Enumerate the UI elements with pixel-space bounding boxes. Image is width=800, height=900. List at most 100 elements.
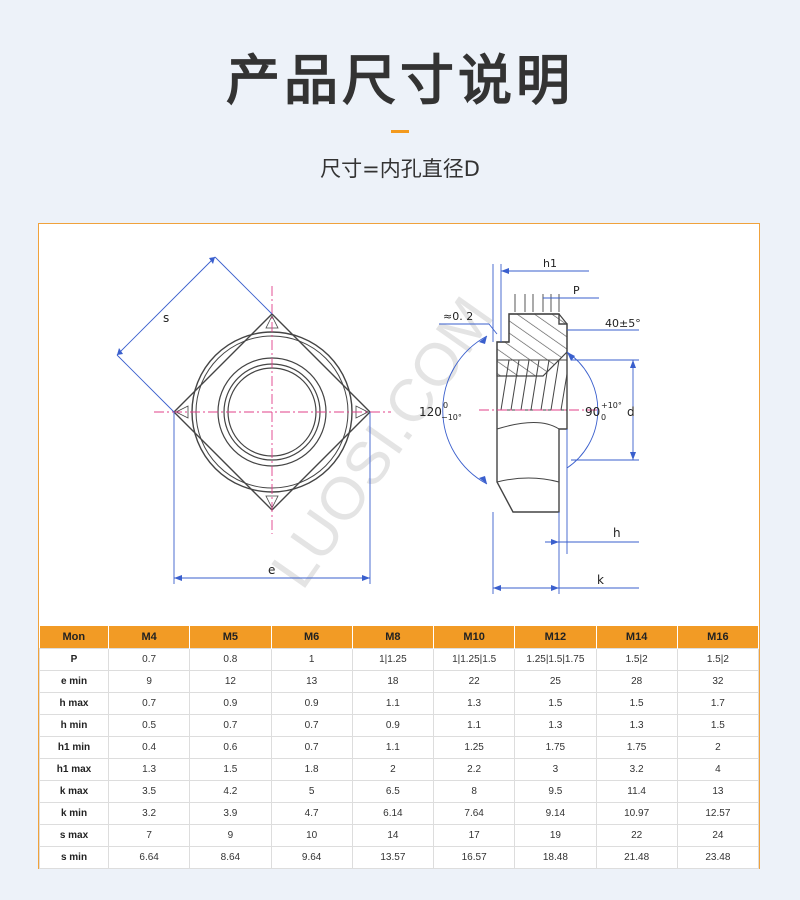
table-cell: 12 <box>189 670 272 693</box>
table-cell: 8 <box>432 780 516 803</box>
column-header: M10 <box>433 626 516 649</box>
row-label: h max <box>39 692 109 715</box>
table-cell: 9 <box>189 824 272 847</box>
label-h: h <box>613 526 621 540</box>
table-cell: 1|1.25|1.5 <box>432 648 516 671</box>
table-cell: 0.9 <box>351 714 435 737</box>
table-cell: 0.7 <box>107 692 191 715</box>
table-cell: 2 <box>676 736 760 759</box>
table-cell: 9.5 <box>514 780 597 803</box>
table-cell: 9 <box>107 670 191 693</box>
table-cell: 0.7 <box>189 714 272 737</box>
table-cell: 1.3 <box>514 714 597 737</box>
table-cell: 3.2 <box>595 758 678 781</box>
label-chamfer: 40±5° <box>605 317 641 330</box>
table-cell: 1.8 <box>270 758 353 781</box>
column-header: M4 <box>108 626 191 649</box>
table-cell: 3 <box>514 758 597 781</box>
dim-line-s <box>116 256 216 356</box>
table-cell: 22 <box>432 670 516 693</box>
thread-lines <box>500 359 568 411</box>
column-header: M12 <box>514 626 597 649</box>
label-angle-120: 120 <box>419 405 442 419</box>
column-header: Mon <box>39 626 109 649</box>
table-cell: 12.57 <box>676 802 760 825</box>
table-cell: 1.7 <box>676 692 760 715</box>
table-cell: 19 <box>514 824 597 847</box>
table-cell: 3.5 <box>107 780 191 803</box>
row-label: h1 max <box>39 758 109 781</box>
label-angle-90-upper: +10° <box>601 401 622 410</box>
label-angle-90-lower: 0 <box>601 413 606 422</box>
table-cell: 22 <box>595 824 678 847</box>
table-cell: 9.14 <box>514 802 597 825</box>
column-header: M16 <box>677 626 760 649</box>
table-cell: 21.48 <box>595 846 678 869</box>
row-label: s max <box>39 824 109 847</box>
thread-zone <box>496 359 568 411</box>
table-cell: 0.8 <box>189 648 272 671</box>
table-header-row: Mon M4 M5 M6 M8 M10 M12 M14 M16 <box>39 626 760 649</box>
technical-drawing: LUOSI.COM <box>116 256 641 599</box>
table-cell: 7 <box>107 824 191 847</box>
table-cell: 18 <box>351 670 435 693</box>
row-label: k max <box>39 780 109 803</box>
label-s: s <box>163 311 169 325</box>
column-header: M6 <box>271 626 353 649</box>
table-cell: 13 <box>270 670 353 693</box>
table-cell: 1.5 <box>676 714 760 737</box>
table-cell: 1.75 <box>595 736 678 759</box>
table-cell: 11.4 <box>595 780 678 803</box>
table-cell: 8.64 <box>189 846 272 869</box>
table-cell: 1.3 <box>432 692 516 715</box>
table-cell: 0.7 <box>107 648 191 671</box>
label-approx: ≈0. 2 <box>443 310 473 323</box>
table-cell: 3.2 <box>107 802 191 825</box>
table-cell: 1.25|1.5|1.75 <box>514 648 597 671</box>
label-angle-90: 90 <box>585 405 600 419</box>
page-subtitle: 尺寸=内孔直径D <box>320 157 480 181</box>
table-cell: 0.5 <box>107 714 191 737</box>
label-e: e <box>268 563 275 577</box>
label-d: d <box>627 405 635 419</box>
table-cell: 10 <box>270 824 353 847</box>
row-label: h min <box>39 714 109 737</box>
table-cell: 1.3 <box>595 714 678 737</box>
table-cell: 1|1.25 <box>351 648 435 671</box>
table-cell: 9.64 <box>270 846 353 869</box>
table-cell: 18.48 <box>514 846 597 869</box>
label-h1: h1 <box>543 257 557 270</box>
table-cell: 1.5 <box>189 758 272 781</box>
table-cell: 6.5 <box>351 780 435 803</box>
row-label: s min <box>39 846 109 869</box>
table-cell: 1.5 <box>514 692 597 715</box>
row-label: k min <box>39 802 109 825</box>
table-cell: 4 <box>676 758 760 781</box>
table-cell: 13 <box>676 780 760 803</box>
table-cell: 3.9 <box>189 802 272 825</box>
table-cell: 1.5|2 <box>595 648 678 671</box>
table-cell: 6.64 <box>107 846 191 869</box>
table-cell: 25 <box>514 670 597 693</box>
table-cell: 13.57 <box>351 846 435 869</box>
top-view <box>116 256 391 584</box>
label-k: k <box>597 573 604 587</box>
table-cell: 1.75 <box>514 736 597 759</box>
page-title: 产品尺寸说明 <box>226 49 574 112</box>
table-cell: 0.7 <box>270 736 353 759</box>
column-header: M8 <box>352 626 435 649</box>
table-cell: 5 <box>270 780 353 803</box>
label-angle-120-upper: 0 <box>443 401 448 410</box>
column-header: M14 <box>596 626 678 649</box>
table-cell: 24 <box>676 824 760 847</box>
arc-120 <box>442 335 488 485</box>
row-label: P <box>39 648 109 671</box>
dimension-panel: LUOSI.COM <box>38 223 760 869</box>
